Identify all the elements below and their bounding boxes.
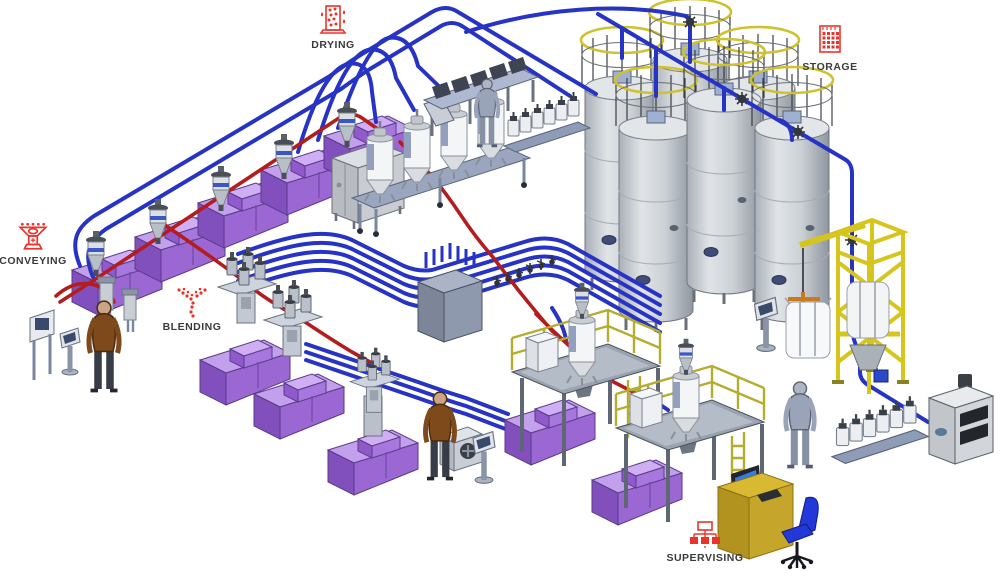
control-pedestal-1 [59,327,81,376]
tipping-conveyor [422,57,540,136]
worker-bigbag [786,382,814,467]
silo-5 [681,37,767,306]
conveying-station [29,276,139,380]
pipe-manifold [416,243,484,343]
big-bag-station [784,217,909,394]
silo-6 [749,65,835,334]
supervising-desk [716,465,795,560]
molding-machine-8 [327,429,419,496]
drying-station [330,83,532,237]
worker-conveying [89,301,119,390]
blending-stations [199,247,345,440]
big-bag-hanging [784,297,832,359]
filter-bank-top [504,92,590,152]
blender-1 [218,247,276,323]
vacuum-pump-cabinet [927,374,995,465]
molding-machine-9 [504,399,596,466]
big-bag-loaded [846,281,890,339]
control-pedestal-3 [753,296,779,353]
filter-bank-bottom [832,396,928,463]
office-chair [780,496,819,570]
granulator-station [327,348,484,496]
mini-blender [350,348,399,413]
